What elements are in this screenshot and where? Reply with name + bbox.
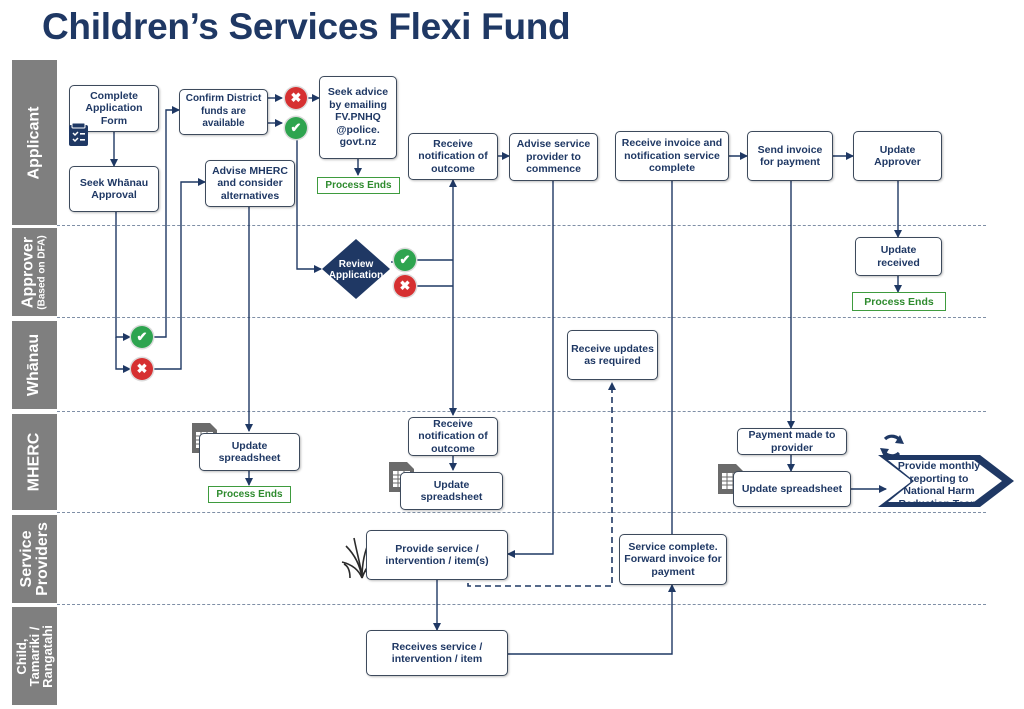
step-label: Send invoice for payment — [757, 143, 823, 169]
lane-applicant: Applicant — [12, 60, 57, 225]
step-provide-service: Provide service / intervention / item(s) — [366, 530, 508, 580]
approve-glyph: ✔ — [290, 120, 302, 135]
step-label: Advise service provider to commence — [516, 138, 591, 176]
approve-check-icon: ✔ — [394, 249, 416, 271]
step-label: Confirm District funds are available — [185, 93, 262, 130]
step-label: Provide service / intervention / item(s) — [385, 542, 489, 568]
step-seek-advice: Seek advice by emailing FV.PNHQ @police.… — [319, 76, 397, 159]
lane-divider — [57, 512, 986, 513]
step-confirm-district-funds: Confirm District funds are available — [179, 89, 268, 135]
lane-divider — [57, 604, 986, 605]
step-receives-service: Receives service / intervention / item — [366, 630, 508, 676]
approve-check-icon: ✔ — [285, 117, 307, 139]
step-update-approver: Update Approver — [853, 131, 942, 181]
step-advise-service-provider: Advise service provider to commence — [509, 133, 598, 181]
decision-diamond — [322, 239, 390, 299]
lane-mherc: MHERC — [12, 414, 57, 510]
arrow-whanau-to-no — [115, 337, 131, 373]
arrow-whanau-to-yes — [115, 212, 131, 341]
arrow-no-to-advise — [154, 178, 206, 370]
lane-approver: Approver (Based on DFA) — [12, 228, 57, 316]
step-send-invoice: Send invoice for payment — [747, 131, 833, 181]
process-ends-1: Process Ends — [317, 177, 400, 194]
step-receive-notification-applicant: Receive notification of outcome — [408, 133, 498, 180]
step-update-received: Update received — [855, 237, 942, 276]
reject-glyph: ✖ — [290, 90, 302, 105]
reject-glyph: ✖ — [136, 361, 148, 376]
reject-x-icon: ✖ — [285, 87, 307, 109]
arrow-yes-to-confirm — [154, 106, 180, 338]
step-label: Update spreadsheet — [420, 478, 483, 504]
step-label: Complete Application Form — [85, 89, 143, 127]
approve-glyph: ✔ — [136, 329, 148, 344]
approve-glyph: ✔ — [399, 252, 411, 267]
step-label: Provide monthly reporting to National Ha… — [897, 460, 981, 510]
lane-divider — [57, 411, 986, 412]
process-ends-2: Process Ends — [208, 486, 291, 503]
step-label: Update spreadsheet — [218, 439, 281, 465]
step-label: Receives service / intervention / item — [391, 640, 483, 666]
step-update-spreadsheet-3: Update spreadsheet — [733, 471, 851, 507]
step-advise-mherc: Advise MHERC and consider alternatives — [205, 160, 295, 207]
step-label: Update spreadsheet — [741, 482, 843, 495]
reject-x-icon: ✖ — [394, 275, 416, 297]
step-label: Receive notification of outcome — [418, 417, 488, 455]
step-receive-notification-mherc: Receive notification of outcome — [408, 417, 498, 456]
step-monthly-reporting: Provide monthly reporting to National Ha… — [893, 460, 985, 510]
step-label: Update Approver — [874, 143, 921, 169]
lane-child: Child, Tamariki / Rangatahi — [12, 607, 57, 705]
end-label: Process Ends — [325, 180, 392, 191]
step-update-spreadsheet-1: Update spreadsheet — [199, 433, 300, 471]
step-label: Receive invoice and notification service… — [621, 137, 723, 175]
end-label: Process Ends — [216, 489, 283, 500]
step-receive-updates: Receive updates as required — [567, 330, 658, 380]
step-receive-invoice: Receive invoice and notification service… — [615, 131, 729, 181]
step-review-application: Review Application — [327, 259, 385, 281]
step-label: Update received — [877, 244, 920, 269]
step-label: Service complete. Forward invoice for pa… — [624, 540, 722, 578]
lane-divider — [57, 317, 986, 318]
page-title: Children’s Services Flexi Fund — [42, 6, 571, 47]
cycle-icon — [880, 434, 904, 458]
step-label: Receive updates as required — [571, 342, 654, 368]
step-label: Receive notification of outcome — [418, 137, 488, 175]
lane-service-providers: Service Providers — [12, 515, 57, 603]
arrow-to-review — [296, 139, 322, 273]
arrow-to-service-complete — [508, 584, 676, 655]
process-ends-3: Process Ends — [852, 292, 946, 311]
step-seek-whanau-approval: Seek Whānau Approval — [69, 166, 159, 212]
step-label: Advise MHERC and consider alternatives — [212, 164, 288, 202]
step-label: Payment made to provider — [748, 429, 836, 454]
form-icon — [69, 122, 88, 146]
step-label: Seek Whānau Approval — [79, 176, 149, 202]
lane-whanau: Whānau — [12, 321, 57, 409]
step-update-spreadsheet-2: Update spreadsheet — [400, 472, 503, 510]
approve-check-icon: ✔ — [131, 326, 153, 348]
lane-divider — [57, 225, 986, 226]
reject-x-icon: ✖ — [131, 358, 153, 380]
end-label: Process Ends — [864, 295, 934, 308]
chevron-right-icon — [878, 455, 1014, 507]
step-payment-made: Payment made to provider — [737, 428, 847, 455]
step-service-complete: Service complete. Forward invoice for pa… — [619, 534, 727, 585]
step-label: Seek advice by emailing FV.PNHQ @police.… — [327, 86, 389, 149]
arrow-dashed-to-updates — [467, 382, 616, 587]
arrow-to-provide-service — [507, 181, 554, 558]
step-label: Review Application — [328, 259, 384, 281]
reject-glyph: ✖ — [399, 278, 411, 293]
